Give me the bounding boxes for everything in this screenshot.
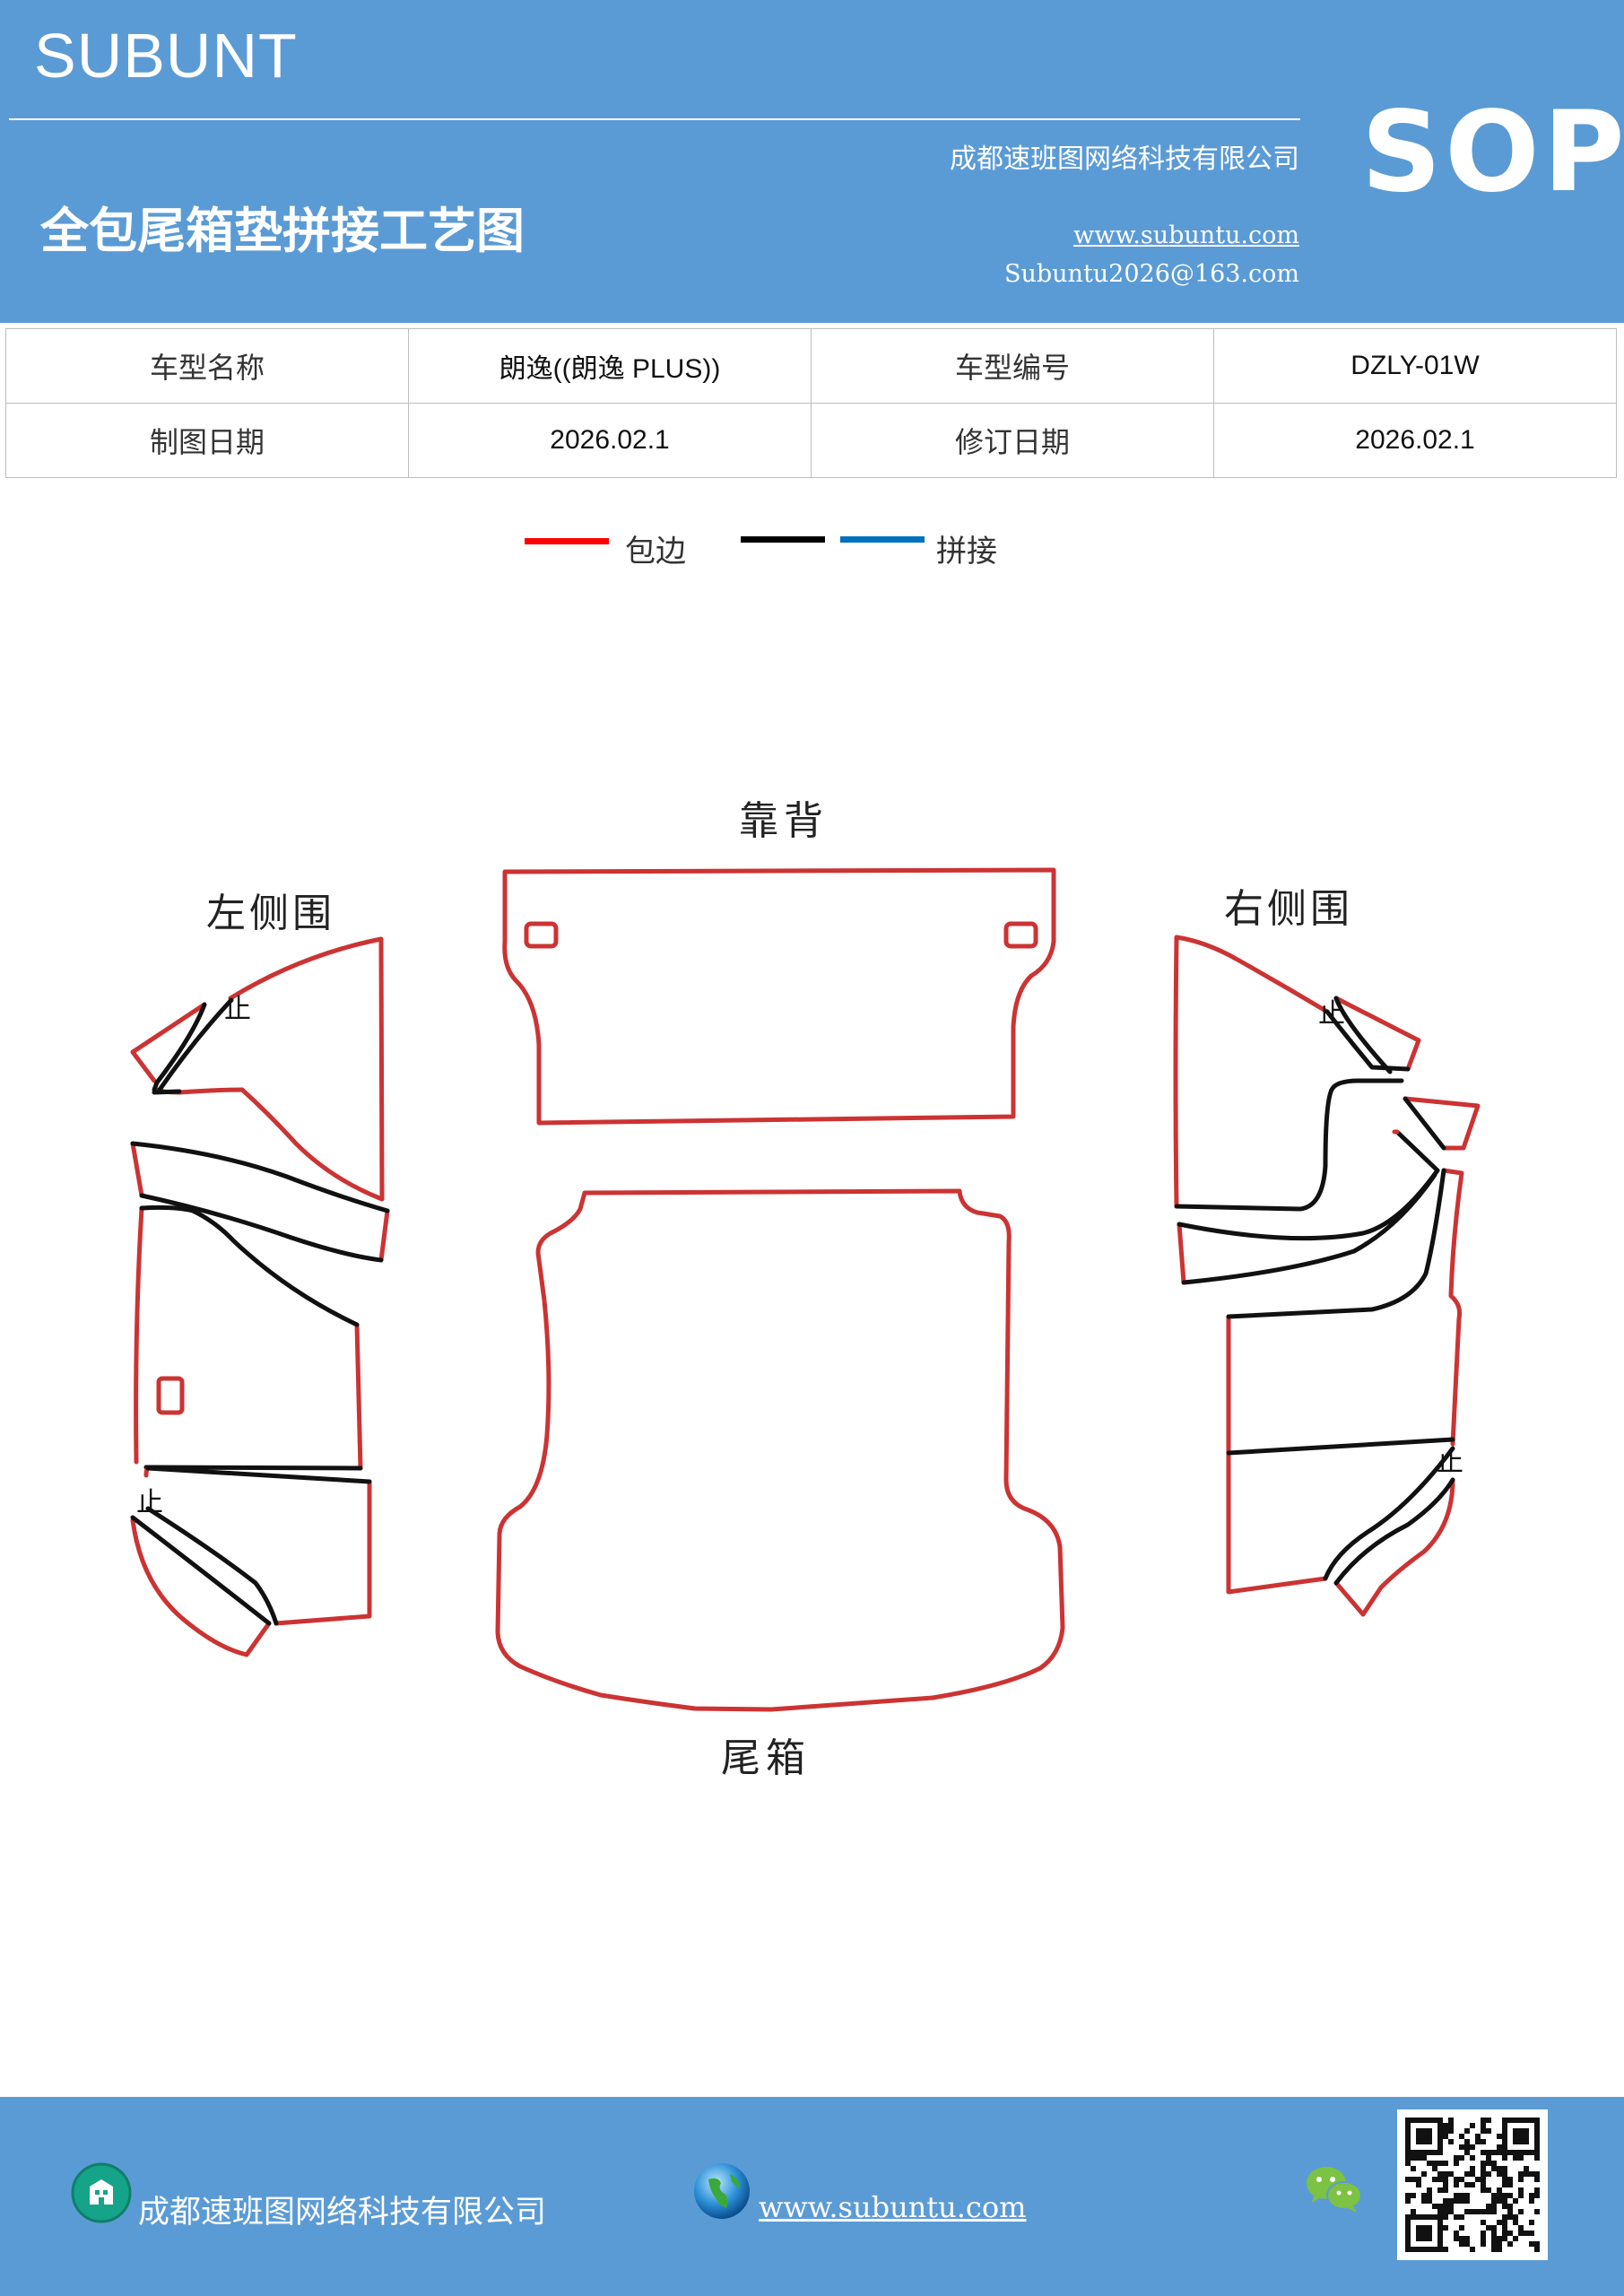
revision-date-label: 修订日期 xyxy=(811,403,1214,478)
label-left-side: 左侧围 xyxy=(206,891,335,936)
label-right-side: 右侧围 xyxy=(1224,886,1353,932)
left-side-panels xyxy=(130,936,390,1657)
stop-mark-right-top: 止 xyxy=(1318,998,1345,1030)
draw-date-value: 2026.02.1 xyxy=(408,403,812,478)
stop-mark-left-bottom: 止 xyxy=(136,1487,163,1518)
footer-banner: 成都速班图网络科技有限公司 www.subuntu.com xyxy=(0,2097,1624,2296)
right-side-panels xyxy=(1173,935,1481,1617)
table-row: 制图日期 2026.02.1 修订日期 2026.02.1 xyxy=(5,403,1617,478)
backrest-panel xyxy=(502,867,1056,1126)
legend-label-edge: 包边 xyxy=(625,534,686,570)
sop-mark: SOP xyxy=(1361,88,1624,217)
model-code-value: DZLY-01W xyxy=(1213,328,1617,404)
header-banner: SUBUNT 成都速班图网络科技有限公司 全包尾箱垫拼接工艺图 www.subu… xyxy=(0,0,1624,323)
model-code-label: 车型编号 xyxy=(811,328,1214,404)
label-trunk: 尾箱 xyxy=(721,1735,811,1781)
trunk-floor-panel xyxy=(495,1188,1065,1712)
document-title: 全包尾箱垫拼接工艺图 xyxy=(40,202,525,259)
wechat-icon xyxy=(1307,2167,1362,2213)
email-address: Subuntu2026@163.com xyxy=(1004,260,1299,288)
legend-label-seam: 拼接 xyxy=(936,534,997,570)
label-backrest: 靠背 xyxy=(739,798,829,844)
footer-company: 成都速班图网络科技有限公司 xyxy=(138,2195,547,2231)
legend-red-line xyxy=(525,538,609,544)
globe-icon xyxy=(694,2163,750,2219)
revision-date-value: 2026.02.1 xyxy=(1213,403,1617,478)
company-name: 成都速班图网络科技有限公司 xyxy=(950,144,1299,175)
footer-website-link[interactable]: www.subuntu.com xyxy=(759,2190,1027,2224)
website-link[interactable]: www.subuntu.com xyxy=(1073,222,1299,249)
building-icon xyxy=(71,2162,132,2223)
model-name-value: 朗逸((朗逸 PLUS)) xyxy=(408,328,812,404)
legend-blue-line xyxy=(840,536,925,543)
legend-black-line xyxy=(741,536,825,543)
table-row: 车型名称 朗逸((朗逸 PLUS)) 车型编号 DZLY-01W xyxy=(5,328,1617,404)
model-name-label: 车型名称 xyxy=(5,328,409,404)
qr-code-icon[interactable] xyxy=(1397,2109,1548,2260)
vehicle-info-table: 车型名称 朗逸((朗逸 PLUS)) 车型编号 DZLY-01W 制图日期 20… xyxy=(5,328,1617,478)
brand-name: SUBUNT xyxy=(34,21,298,91)
stop-mark-right-bottom: 止 xyxy=(1437,1447,1463,1478)
draw-date-label: 制图日期 xyxy=(5,403,409,478)
header-divider xyxy=(9,118,1300,120)
stop-mark-left-top: 止 xyxy=(224,994,251,1025)
